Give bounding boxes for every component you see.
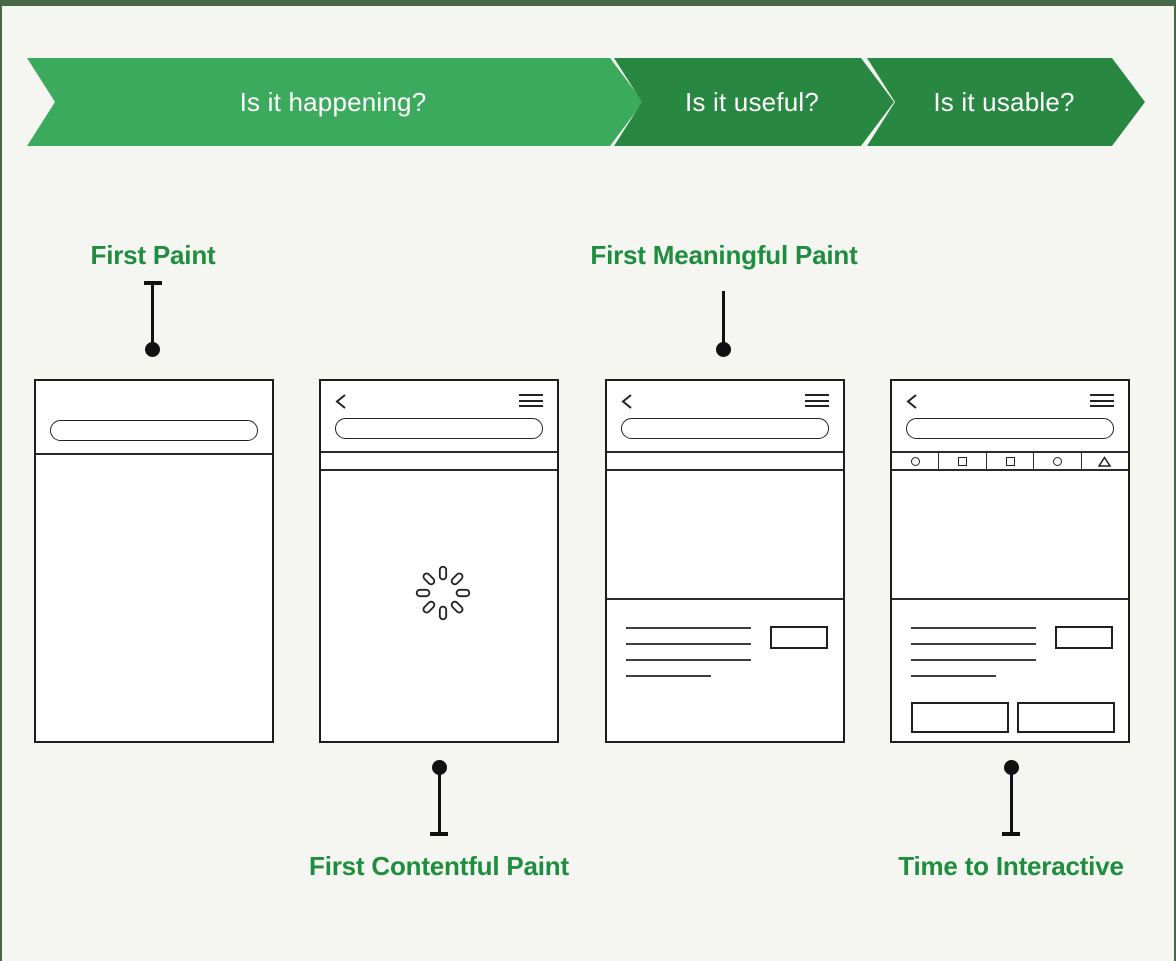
hamburger-menu-icon	[519, 394, 543, 411]
circle-icon	[910, 456, 920, 466]
phone-first-meaningful-paint	[605, 379, 845, 743]
toolbar-placeholder	[321, 453, 557, 471]
label-time-to-interactive: Time to Interactive	[898, 851, 1124, 881]
text-line-placeholder	[911, 659, 1036, 661]
back-arrow-icon	[906, 394, 917, 409]
banner-segment-happening: Is it happening?	[27, 58, 643, 146]
back-arrow-icon	[335, 394, 346, 409]
label-first-meaningful-paint: First Meaningful Paint	[590, 240, 858, 270]
section-divider	[607, 598, 843, 600]
text-line-placeholder	[626, 675, 711, 677]
text-line-placeholder	[911, 675, 996, 677]
text-line-placeholder	[626, 643, 751, 645]
square-icon	[958, 456, 968, 466]
button-placeholder	[911, 702, 1009, 733]
search-bar-placeholder	[621, 418, 829, 439]
text-line-placeholder	[911, 627, 1036, 629]
phone-header	[321, 381, 557, 453]
phone-first-contentful-paint	[319, 379, 559, 743]
search-bar-placeholder	[906, 418, 1114, 439]
phone-first-paint	[34, 379, 274, 743]
image-placeholder	[1055, 626, 1113, 649]
phone-header	[607, 381, 843, 453]
phone-time-to-interactive	[890, 379, 1130, 743]
banner-segment-usable: Is it usable?	[867, 58, 1145, 146]
toolbar-cell	[1034, 453, 1082, 469]
label-first-contentful-paint: First Contentful Paint	[309, 851, 569, 881]
question-banner: Is it happening? Is it useful? Is it usa…	[2, 58, 1174, 146]
hamburger-menu-icon	[1090, 394, 1114, 411]
banner-segment-label: Is it happening?	[239, 86, 427, 117]
banner-segment-useful: Is it useful?	[614, 58, 894, 146]
hamburger-menu-icon	[805, 394, 829, 411]
banner-segment-label: Is it useful?	[684, 86, 820, 117]
square-icon	[1005, 456, 1015, 466]
button-placeholder	[1017, 702, 1115, 733]
toolbar-cell	[1082, 453, 1128, 469]
toolbar-cell	[939, 453, 987, 469]
image-placeholder	[770, 626, 828, 649]
phone-header	[36, 381, 272, 455]
search-bar-placeholder	[50, 420, 258, 441]
back-arrow-icon	[621, 394, 632, 409]
text-line-placeholder	[911, 643, 1036, 645]
text-line-placeholder	[626, 627, 751, 629]
text-line-placeholder	[626, 659, 751, 661]
banner-segment-label: Is it usable?	[933, 86, 1075, 117]
toolbar-icons-row	[892, 453, 1128, 471]
toolbar-cell	[987, 453, 1035, 469]
triangle-icon	[1098, 455, 1112, 467]
toolbar-placeholder	[607, 453, 843, 471]
circle-icon	[1052, 456, 1062, 466]
search-bar-placeholder	[335, 418, 543, 439]
label-first-paint: First Paint	[90, 240, 216, 270]
phone-header	[892, 381, 1128, 453]
section-divider	[892, 598, 1128, 600]
toolbar-cell	[892, 453, 940, 469]
loading-spinner-icon	[415, 565, 471, 621]
